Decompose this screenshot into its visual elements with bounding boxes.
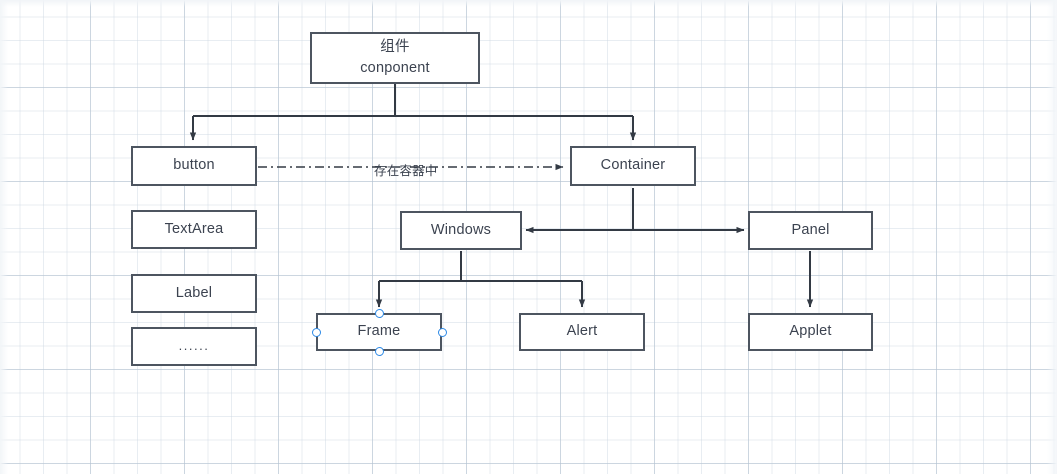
connector-windows-to-children[interactable] bbox=[375, 251, 586, 308]
node-alert[interactable]: Alert bbox=[519, 313, 645, 351]
node-label[interactable]: Label bbox=[131, 274, 257, 313]
node-textarea[interactable]: TextArea bbox=[131, 210, 257, 249]
node-container[interactable]: Container bbox=[570, 146, 696, 186]
frame-handle-right[interactable] bbox=[437, 327, 447, 337]
connector-component-to-children[interactable] bbox=[189, 84, 637, 141]
connector-container-to-windows-panel[interactable] bbox=[525, 188, 745, 234]
node-component[interactable]: 组件 conponent bbox=[310, 32, 480, 84]
node-button[interactable]: button bbox=[131, 146, 257, 186]
frame-handle-top[interactable] bbox=[374, 308, 384, 318]
edge-label-exists-in-container: 存在容器中 bbox=[374, 164, 438, 178]
frame-handle-bottom[interactable] bbox=[374, 346, 384, 356]
node-frame[interactable]: Frame bbox=[316, 313, 442, 351]
node-applet[interactable]: Applet bbox=[748, 313, 873, 351]
node-ellipsis[interactable]: ...... bbox=[131, 327, 257, 366]
node-panel[interactable]: Panel bbox=[748, 211, 873, 250]
node-windows[interactable]: Windows bbox=[400, 211, 522, 250]
frame-handle-left[interactable] bbox=[311, 327, 321, 337]
